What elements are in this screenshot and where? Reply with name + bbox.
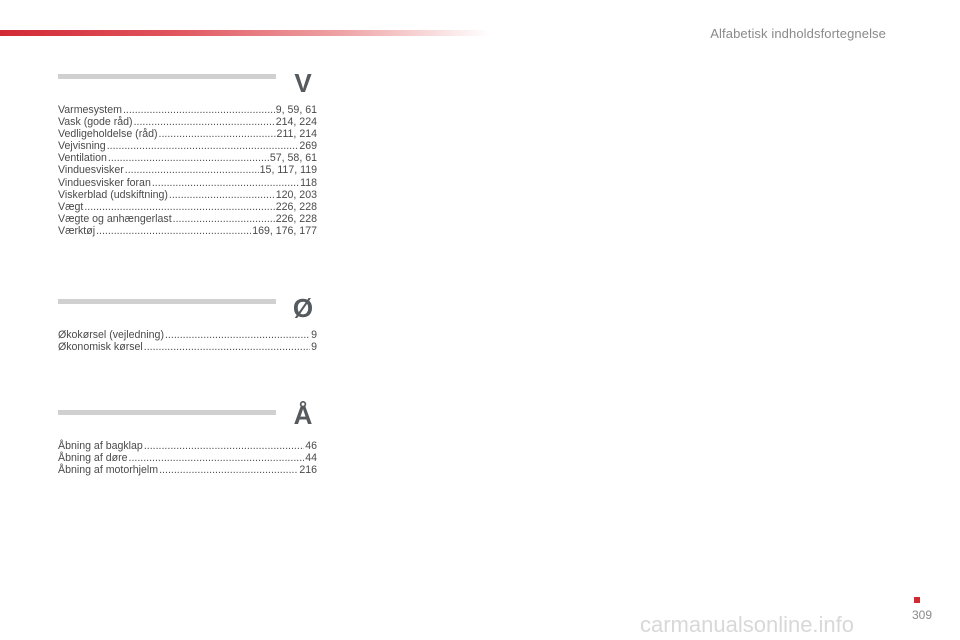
entry-name: Vinduesvisker foran: [58, 176, 151, 189]
index-entry[interactable]: Vedligeholdelse (råd) 211, 214: [58, 128, 317, 140]
leader-dots: [165, 329, 310, 341]
entry-pages: 118: [300, 176, 317, 189]
index-entry[interactable]: Vejvisning 269: [58, 140, 317, 152]
entry-name: Vægte og anhængerlast: [58, 212, 172, 225]
entry-list: Åbning af bagklap 46 Åbning af døre 44 Åbn…: [58, 440, 317, 476]
entry-list: Økokørsel (vejledning) 9 Økonomisk kørsel…: [58, 329, 317, 353]
entry-pages: 44: [305, 452, 317, 465]
entry-pages: 9, 59, 61: [275, 104, 317, 116]
entry-name: Vedligeholdelse (råd): [58, 128, 158, 141]
entry-name: Åbning af motorhjelm: [58, 464, 159, 477]
header-accent-bar: [0, 30, 490, 36]
leader-dots: [96, 225, 251, 237]
entry-pages: 46: [305, 440, 317, 452]
index-entry[interactable]: Økokørsel (vejledning) 9: [58, 329, 317, 341]
leader-dots: [107, 140, 299, 152]
page-number: 309: [912, 608, 933, 622]
index-entry[interactable]: Åbning af døre 44: [58, 452, 317, 464]
section-letter: V: [294, 68, 312, 98]
entry-pages: 120, 203: [275, 188, 317, 201]
entry-name: Værktøj: [58, 224, 96, 237]
entry-pages: 169, 176, 177: [252, 224, 317, 237]
entry-name: Varmesystem: [58, 104, 122, 116]
section-letter: Å: [293, 400, 313, 430]
entry-pages: 211, 214: [276, 128, 317, 141]
section-letter: Ø: [292, 293, 314, 323]
entry-pages: 9: [311, 341, 317, 354]
entry-pages: 214, 224: [275, 116, 317, 129]
page-marker-square: [914, 597, 920, 603]
index-entry[interactable]: Vægt 226, 228: [58, 201, 317, 213]
leader-dots: [173, 213, 275, 225]
leader-dots: [144, 341, 310, 353]
entry-pages: 57, 58, 61: [269, 152, 317, 165]
index-entry[interactable]: Åbning af bagklap 46: [58, 440, 317, 452]
entry-pages: 226, 228: [275, 200, 317, 213]
leader-dots: [108, 152, 269, 164]
index-entry[interactable]: Økonomisk kørsel 9: [58, 341, 317, 353]
index-entry[interactable]: Varmesystem 9, 59, 61: [58, 104, 317, 116]
entry-name: Viskerblad (udskiftning): [58, 188, 168, 201]
leader-dots: [129, 452, 305, 464]
leader-dots: [159, 128, 276, 140]
leader-dots: [169, 189, 275, 201]
entry-name: Økonomisk kørsel: [58, 341, 143, 354]
leader-dots: [84, 201, 274, 213]
entry-name: Åbning af bagklap: [58, 440, 143, 452]
entry-pages: 269: [299, 140, 317, 153]
entry-pages: 15, 117, 119: [259, 164, 317, 177]
index-entry[interactable]: Vinduesvisker 15, 117, 119: [58, 164, 317, 176]
section-divider: [58, 74, 276, 79]
index-entry[interactable]: Viskerblad (udskiftning) 120, 203: [58, 189, 317, 201]
index-entry[interactable]: Åbning af motorhjelm 216: [58, 464, 317, 476]
entry-pages: 216: [299, 464, 317, 477]
entry-pages: 226, 228: [275, 212, 317, 225]
entry-list: Varmesystem 9, 59, 61 Vask (gode råd) 214,…: [58, 104, 317, 237]
leader-dots: [144, 440, 304, 452]
entry-name: Vægt: [58, 200, 84, 213]
index-entry[interactable]: Vægte og anhængerlast 226, 228: [58, 213, 317, 225]
page-header-title: Alfabetisk indholdsfortegnelse: [710, 26, 886, 41]
leader-dots: [159, 464, 298, 476]
index-entry[interactable]: Ventilation 57, 58, 61: [58, 152, 317, 164]
entry-pages: 9: [311, 329, 317, 341]
watermark-text: carmanualsonline.info: [640, 612, 855, 637]
entry-name: Økokørsel (vejledning): [58, 329, 164, 341]
entry-name: Ventilation: [58, 152, 107, 165]
leader-dots: [134, 116, 275, 128]
entry-name: Vinduesvisker: [58, 164, 124, 177]
section-divider: [58, 410, 276, 415]
leader-dots: [125, 164, 259, 176]
index-entry[interactable]: Vinduesvisker foran 118: [58, 177, 317, 189]
entry-name: Åbning af døre: [58, 452, 128, 465]
index-entry[interactable]: Værktøj 169, 176, 177: [58, 225, 317, 237]
leader-dots: [123, 104, 275, 116]
leader-dots: [152, 177, 299, 189]
index-entry[interactable]: Vask (gode råd) 214, 224: [58, 116, 317, 128]
entry-name: Vask (gode råd): [58, 116, 133, 129]
section-divider: [58, 299, 276, 304]
entry-name: Vejvisning: [58, 140, 106, 153]
